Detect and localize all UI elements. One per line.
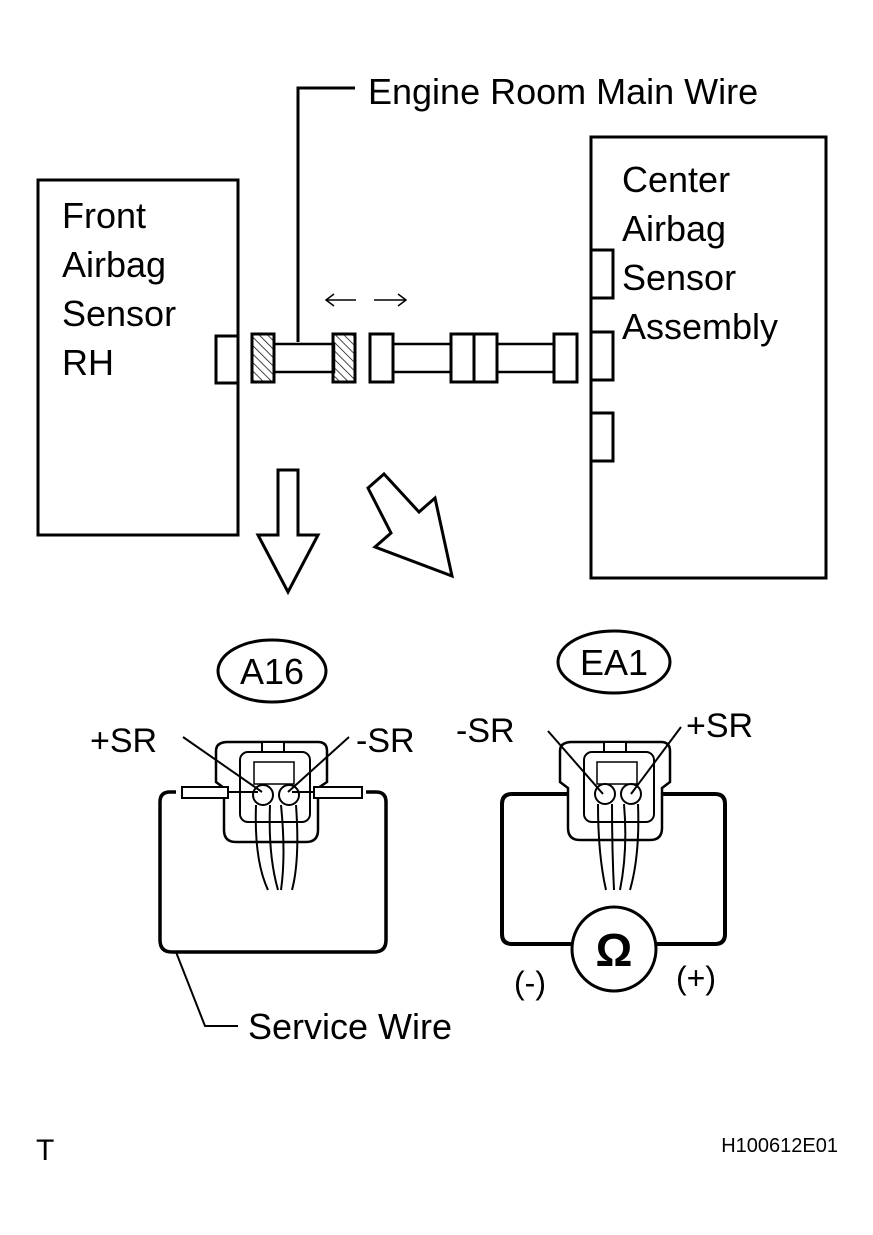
ea1-terminal-right-leader [630,726,682,795]
corner-mark: T [36,1134,54,1167]
figure-code: H100612E01 [721,1135,838,1157]
meter-lead-positive-label: (+) [676,960,716,996]
center-sensor-port-1 [589,248,615,300]
center-airbag-sensor-label-3: Sensor [622,257,736,298]
connector-a16-body [214,740,329,891]
down-arrow-icon [255,468,321,596]
connector-ea1-badge [556,629,672,695]
a16-terminal-left-label: +SR [90,722,157,760]
connector-block-4 [552,332,579,384]
ohmmeter-symbol: Ω [596,924,633,976]
ea1-terminal-left-label: -SR [456,712,515,750]
harness-wire-segment-1 [272,342,336,374]
center-airbag-sensor-box [589,135,828,580]
meter-circuit-loop [500,792,727,946]
center-airbag-sensor-label-4: Assembly [622,306,778,347]
front-airbag-sensor-label-1: Front [62,195,146,236]
connector-block-1 [368,332,395,384]
front-airbag-sensor-label-3: Sensor [62,293,176,334]
service-wire-label: Service Wire [248,1006,452,1047]
hatched-connector-left [250,332,276,384]
ohmmeter-icon [570,905,658,993]
disconnect-arrows-icon [324,293,408,307]
service-wire-probe-left [181,786,229,799]
center-airbag-sensor-label-1: Center [622,159,730,200]
meter-lead-negative-label: (-) [514,965,546,1001]
connector-block-3 [472,332,499,384]
ea1-terminal-right-label: +SR [686,707,753,745]
service-wire-probe-right [313,786,363,799]
harness-wire-segment-3 [494,342,556,374]
connector-ea1-id: EA1 [580,642,648,683]
connector-a16-badge [216,638,328,704]
a16-terminal-right-label: -SR [356,722,415,760]
connector-block-2 [449,332,476,384]
front-airbag-sensor-label-2: Airbag [62,244,166,285]
harness-wire-segment-2 [391,342,453,374]
front-airbag-sensor-port [214,334,240,385]
a16-terminal-right-leader [287,736,350,793]
front-airbag-sensor-label-4: RH [62,342,114,383]
center-sensor-port-2 [589,330,615,382]
service-wire-leader [175,951,238,1027]
center-airbag-sensor-label-2: Airbag [622,208,726,249]
center-sensor-port-3 [589,411,615,463]
connector-a16-id: A16 [240,651,304,692]
service-wire-loop [158,790,388,954]
harness-label: Engine Room Main Wire [368,71,758,112]
a16-terminal-left-leader [182,736,263,793]
ea1-terminal-left-leader [547,730,604,795]
harness-leader-line [296,86,355,342]
diagonal-down-arrow-icon [366,471,455,579]
hatched-connector-right [331,332,357,384]
